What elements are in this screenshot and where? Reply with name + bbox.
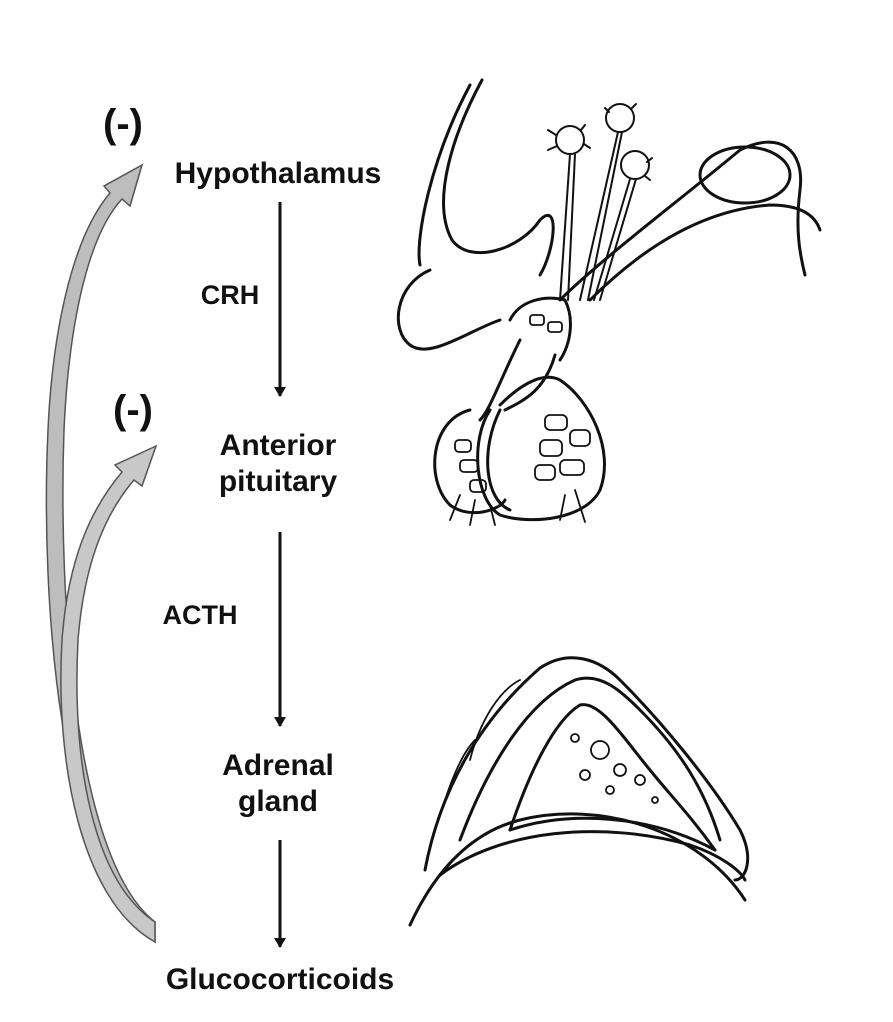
adrenal-gland-illustration <box>408 656 750 927</box>
anterior-pituitary-label: Anterior pituitary <box>196 428 360 500</box>
adrenal-gland-line1: Adrenal <box>222 749 334 782</box>
negative-feedback-hypothalamus-label: (-) <box>103 102 143 146</box>
anterior-pituitary-line1: Anterior <box>219 429 337 462</box>
acth-label: ACTH <box>162 600 238 630</box>
adrenal-gland-label: Adrenal gland <box>196 748 360 820</box>
hypothalamus-pituitary-illustration <box>396 78 822 526</box>
crh-label: CRH <box>200 280 260 310</box>
adrenal-gland-line2: gland <box>238 785 318 818</box>
feedback-arrow-hypothalamus <box>45 163 156 944</box>
feedback-arrow-pituitary <box>60 444 158 944</box>
negative-feedback-pituitary-label: (-) <box>113 388 153 432</box>
anterior-pituitary-line2: pituitary <box>218 465 338 498</box>
glucocorticoids-label: Glucocorticoids <box>165 963 395 996</box>
hypothalamus-label: Hypothalamus <box>174 157 382 190</box>
